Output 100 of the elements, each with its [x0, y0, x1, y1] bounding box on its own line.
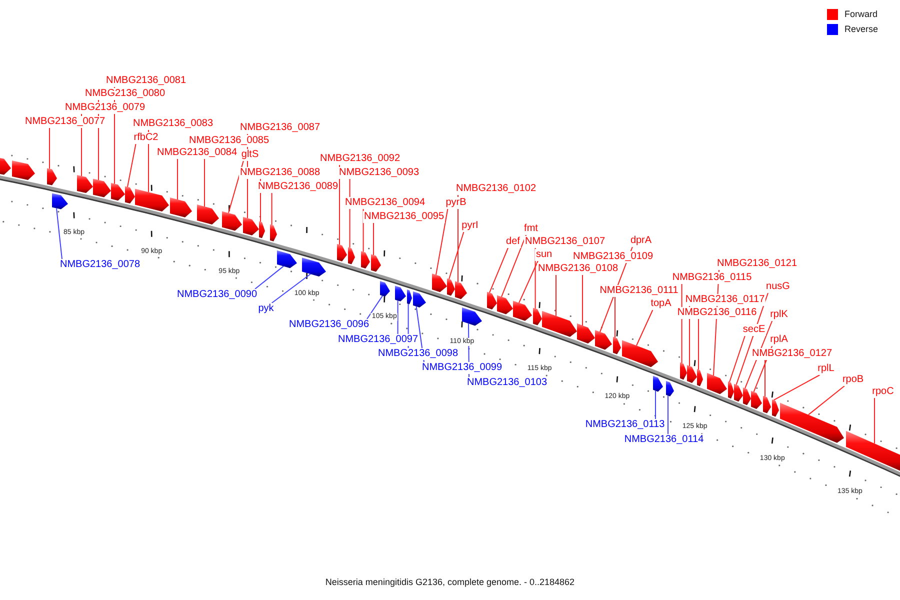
leader-line — [773, 374, 820, 401]
leader-line — [436, 208, 448, 276]
gene-label: NMBG2136_0078 — [58, 259, 142, 271]
gene-label: NMBG2136_0093 — [338, 167, 420, 179]
gene-label: fmt — [523, 223, 539, 235]
gene-label: NMBG2136_0087 — [238, 122, 322, 134]
leader-line — [764, 360, 766, 397]
gene-block — [487, 292, 497, 310]
gene-label: dprA — [629, 235, 653, 247]
gene-label: NMBG2136_0089 — [256, 181, 340, 193]
gene-block — [455, 281, 467, 300]
leader-line — [698, 318, 699, 370]
leader-line — [127, 144, 136, 188]
gene-block — [77, 175, 93, 193]
leader-line — [56, 208, 62, 260]
leader-line — [177, 158, 178, 200]
gene-block — [337, 244, 347, 262]
leader-line — [518, 260, 538, 304]
gene-label: NMBG2136_0081 — [104, 75, 188, 87]
gene-label: NMBG2136_0079 — [64, 102, 146, 114]
gene-label: gltS — [240, 149, 260, 161]
gene-block — [111, 182, 125, 201]
gene-block — [277, 250, 297, 268]
gene-block — [170, 198, 192, 218]
gene-label: rplL — [816, 363, 836, 375]
gene-label: rpoC — [871, 386, 895, 398]
gene-label: NMBG2136_0080 — [84, 88, 166, 100]
leader-line — [655, 390, 656, 420]
gene-label: NMBG2136_0113 — [584, 419, 666, 431]
leader-line — [534, 248, 536, 309]
gene-block — [751, 390, 762, 409]
gene-block — [577, 323, 595, 344]
gene-label: def — [505, 236, 521, 248]
gene-label: NMBG2136_0090 — [176, 289, 258, 301]
gene-label: NMBG2136_0095 — [362, 211, 446, 223]
gene-block — [728, 381, 734, 399]
leader-line — [614, 296, 616, 338]
gene-block — [743, 388, 751, 406]
gene-label: sun — [534, 249, 554, 261]
gene-block — [93, 178, 111, 198]
gene-label: rplK — [769, 309, 789, 321]
leader-line — [489, 248, 508, 294]
legend-text: Forward — [844, 9, 878, 20]
gene-label: NMBG2136_0077 — [24, 116, 106, 128]
gene-block — [47, 168, 57, 186]
gene-block — [380, 281, 390, 297]
gene-label: NMBG2136_0114 — [623, 434, 705, 446]
gene-label: NMBG2136_0109 — [572, 251, 654, 263]
gene-label: NMBG2136_0111 — [598, 285, 680, 297]
leader-line — [254, 266, 284, 290]
gene-label: secE — [742, 324, 766, 336]
gene-label: NMBG2136_0097 — [336, 334, 420, 346]
leader-line — [729, 336, 746, 382]
gene-label: rfbC2 — [132, 132, 160, 144]
leader-line — [874, 398, 875, 444]
gene-block — [222, 211, 242, 231]
gene-label: NMBG2136_0117 — [684, 294, 766, 306]
gene-block — [361, 251, 370, 268]
gene-label: pyk — [257, 303, 275, 315]
leader-line — [271, 192, 272, 226]
gene-block — [680, 362, 687, 380]
gene-label: NMBG2136_0084 — [156, 147, 238, 159]
gene-label: NMBG2136_0115 — [671, 272, 753, 284]
leader-line — [501, 234, 527, 298]
legend-text: Reverse — [844, 24, 878, 35]
gene-label: NMBG2136_0088 — [238, 167, 322, 179]
gene-block — [270, 224, 277, 242]
gene-label: NMBG2136_0103 — [466, 377, 548, 389]
gene-block — [371, 254, 381, 272]
gene-label: NMBG2136_0116 — [676, 307, 758, 319]
gene-label: topA — [650, 298, 672, 310]
gene-label: nusG — [765, 281, 791, 293]
leader-line — [373, 222, 374, 256]
gene-block — [432, 274, 447, 292]
gene-label: NMBG2136_0108 — [536, 263, 620, 275]
gene-label: pyrI — [460, 220, 480, 232]
gene-label: rplA — [769, 334, 789, 346]
caption: Neisseria meningitidis G2136, complete genome. - 0..2184862 — [325, 577, 575, 588]
leader-line — [636, 310, 654, 346]
gene-block — [302, 258, 326, 276]
gene-label: pyrB — [444, 197, 468, 209]
gene-block — [52, 193, 68, 210]
gene-label: NMBG2136_0096 — [288, 319, 370, 331]
leader-line — [448, 232, 464, 280]
gene-label: NMBG2136_0121 — [716, 258, 798, 270]
gene-block — [497, 295, 513, 314]
gene-label: NMBG2136_0102 — [454, 183, 538, 195]
gene-label: NMBG2136_0098 — [376, 348, 460, 360]
gene-block — [846, 430, 900, 472]
gene-block — [763, 396, 771, 414]
gene-block — [653, 376, 663, 392]
gene-block — [734, 384, 743, 402]
leader-line — [397, 300, 398, 334]
gene-label: NMBG2136_0085 — [188, 135, 270, 147]
gene-block — [462, 307, 482, 326]
leader-line — [49, 128, 50, 170]
gene-label: rpoB — [841, 374, 865, 386]
gene-label: NMBG2136_0094 — [344, 197, 426, 209]
gene-block — [348, 247, 355, 264]
gene-block — [197, 204, 219, 224]
